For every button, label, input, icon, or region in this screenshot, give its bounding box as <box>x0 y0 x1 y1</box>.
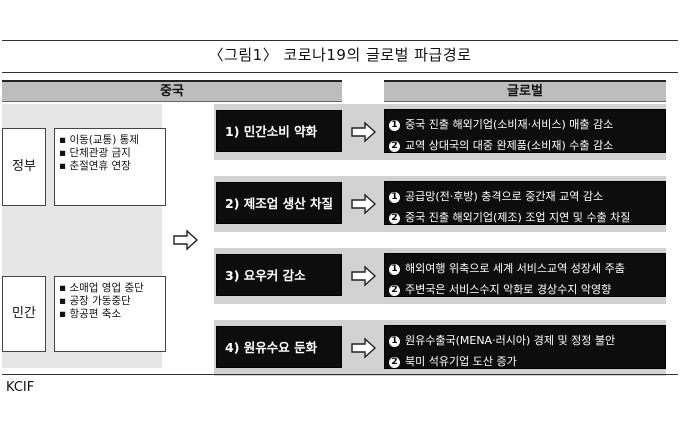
number-1-icon: 1 <box>389 120 400 131</box>
number-1-icon: 1 <box>389 192 400 203</box>
arrow-right-icon <box>351 121 377 143</box>
arrow-right-icon <box>351 265 377 287</box>
list-item: ▪ 공장 가동중단 <box>59 295 131 307</box>
group-items-private: ▪ 소매업 영업 중단 ▪ 공장 가동중단 ▪ 항공편 축소 <box>54 276 166 352</box>
center-arrow-icon <box>173 229 199 251</box>
arrow-right-icon <box>351 193 377 215</box>
figure-title: 〈그림1〉 코로나19의 글로벌 파급경로 <box>208 46 472 64</box>
group-label-government: 정부 <box>2 128 46 206</box>
list-item: ▪ 소매업 영업 중단 <box>59 282 144 294</box>
number-2-icon: 2 <box>389 357 400 368</box>
header-china: 중국 <box>2 80 342 102</box>
cause-box-1: 1) 민간소비 약화 <box>216 110 342 152</box>
title-rule <box>2 72 678 73</box>
cause-box-2: 2) 제조업 생산 차질 <box>216 182 342 224</box>
header-global: 글로벌 <box>384 80 666 102</box>
group-items-government: ▪ 이동(교통) 통제 ▪ 단체관광 금지 ▪ 춘절연휴 연장 <box>54 128 166 206</box>
list-item: ▪ 춘절연휴 연장 <box>59 160 131 172</box>
cause-box-4: 4) 원유수요 둔화 <box>216 326 342 368</box>
number-2-icon: 2 <box>389 213 400 224</box>
list-item: ▪ 항공편 축소 <box>59 308 122 320</box>
number-2-icon: 2 <box>389 285 400 296</box>
top-rule <box>2 40 678 41</box>
bottom-rule <box>2 374 678 375</box>
cause-box-3: 3) 요우커 감소 <box>216 254 342 296</box>
source-note: KCIF <box>6 380 35 395</box>
group-label-government-text: 정부 <box>12 159 36 174</box>
group-label-private: 민간 <box>2 276 46 352</box>
list-item: ▪ 이동(교통) 통제 <box>59 134 139 146</box>
arrow-right-icon <box>351 337 377 359</box>
number-1-icon: 1 <box>389 336 400 347</box>
list-item: ▪ 단체관광 금지 <box>59 147 131 159</box>
number-2-icon: 2 <box>389 141 400 152</box>
group-label-private-text: 민간 <box>12 306 36 321</box>
number-1-icon: 1 <box>389 264 400 275</box>
